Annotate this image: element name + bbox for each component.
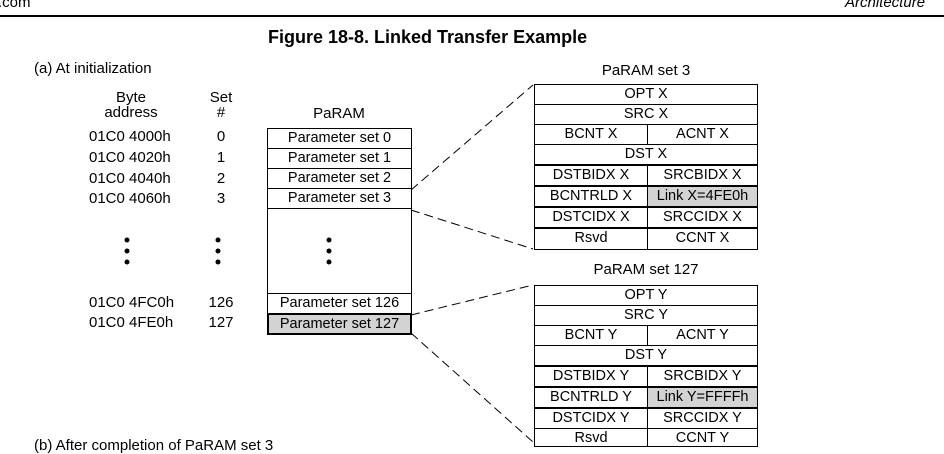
set3-srccidx: SRCCIDX X — [647, 207, 758, 228]
address-126: 01C0 4FC0h — [89, 294, 175, 311]
set127-dstcidx: DSTCIDX Y — [534, 408, 648, 429]
dashed-line-set3-bottom — [410, 209, 534, 250]
set3-ccnt: CCNT X — [647, 228, 758, 250]
dashed-line-set3-top — [410, 84, 534, 191]
param-set-127: Parameter set 127 — [267, 313, 412, 335]
set-header-line2: # — [216, 104, 226, 121]
header-rule — [0, 15, 944, 17]
section-b-label: (b) After completion of PaRAM set 3 — [34, 437, 274, 454]
dashed-line-set127-top — [410, 284, 534, 316]
set-number-1: 1 — [216, 149, 226, 166]
param-set-3: Parameter set 3 — [267, 188, 412, 209]
param-set127-title: PaRAM set 127 — [593, 261, 699, 278]
address-3: 01C0 4060h — [89, 190, 171, 207]
param-set3-title: PaRAM set 3 — [601, 62, 691, 79]
set3-dstbidx: DSTBIDX X — [534, 165, 648, 186]
set3-opt: OPT X — [534, 84, 758, 105]
set3-link: Link X=4FE0h — [647, 186, 758, 207]
set127-ccnt: CCNT Y — [647, 428, 758, 447]
set127-link: Link Y=FFFFh — [647, 387, 758, 408]
byte-header-line2: address — [104, 104, 158, 121]
set127-dst: DST Y — [534, 345, 758, 366]
address-127: 01C0 4FE0h — [89, 314, 174, 331]
set3-acnt: ACNT X — [647, 124, 758, 145]
set3-dst: DST X — [534, 144, 758, 165]
dashed-line-set127-bottom — [410, 332, 534, 443]
address-2: 01C0 4040h — [89, 170, 171, 187]
set3-bcntrld: BCNTRLD X — [534, 186, 648, 207]
byte-header-line1: Byte — [115, 89, 146, 106]
address-1: 01C0 4020h — [89, 149, 171, 166]
header-right-text: Architecture — [845, 0, 926, 11]
header-left-text: .com — [0, 0, 31, 11]
set127-srccidx: SRCCIDX Y — [647, 408, 758, 429]
set-number-0: 0 — [216, 128, 226, 145]
set127-dstbidx: DSTBIDX Y — [534, 366, 648, 387]
set127-bcntrld: BCNTRLD Y — [534, 387, 648, 408]
section-a-label: (a) At initialization — [34, 60, 152, 77]
set127-rsvd: Rsvd — [534, 428, 648, 447]
set127-opt: OPT Y — [534, 285, 758, 306]
set3-rsvd: Rsvd — [534, 228, 648, 250]
set3-src: SRC X — [534, 104, 758, 125]
param-set-2: Parameter set 2 — [267, 168, 412, 189]
set3-srcbidx: SRCBIDX X — [647, 165, 758, 186]
ellipsis-dots — [124, 237, 332, 265]
set-number-2: 2 — [216, 170, 226, 187]
set127-acnt: ACNT Y — [647, 325, 758, 346]
set-number-126: 126 — [208, 294, 234, 311]
set3-bcnt: BCNT X — [534, 124, 648, 145]
set-header-line1: Set — [209, 89, 233, 106]
figure-title: Figure 18-8. Linked Transfer Example — [268, 27, 588, 47]
set127-src: SRC Y — [534, 305, 758, 326]
set-number-127: 127 — [208, 314, 234, 331]
param-header: PaRAM — [313, 105, 365, 122]
param-set-0: Parameter set 0 — [267, 128, 412, 149]
set127-bcnt: BCNT Y — [534, 325, 648, 346]
set3-dstcidx: DSTCIDX X — [534, 207, 648, 228]
address-0: 01C0 4000h — [89, 128, 171, 145]
param-set-126: Parameter set 126 — [267, 293, 412, 314]
set-number-3: 3 — [216, 190, 226, 207]
param-set-1: Parameter set 1 — [267, 148, 412, 169]
set127-srcbidx: SRCBIDX Y — [647, 366, 758, 387]
